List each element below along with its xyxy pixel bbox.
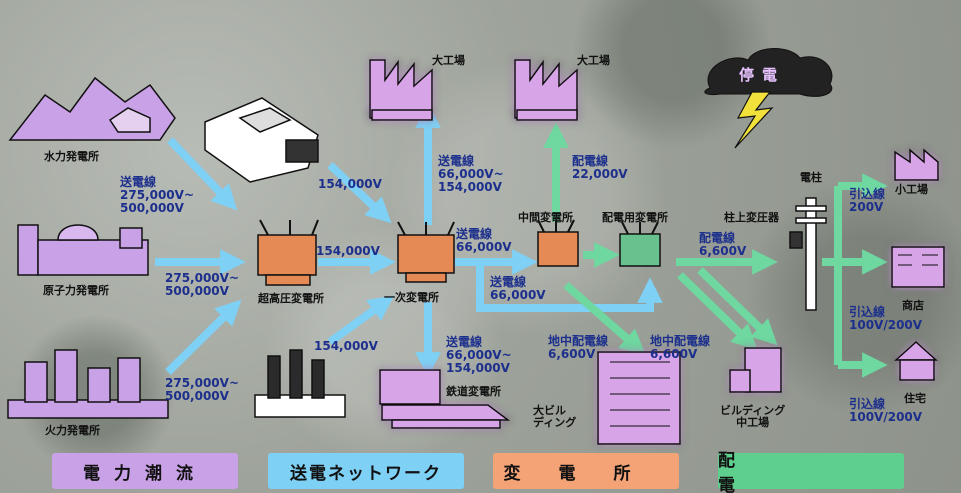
arrow-intermediate-to-bigbuilding — [563, 281, 646, 356]
power-plant-icon — [204, 97, 319, 183]
ultra-substation-transformer — [257, 219, 319, 286]
outage-label: 停電 — [739, 66, 786, 84]
building-medium-factory-label: ビルディング 中工場 — [720, 404, 786, 430]
intermediate-substation-label: 中間変電所 — [518, 211, 573, 224]
small-factory-label: 小工場 — [895, 183, 928, 196]
distribution-substation-transformer — [619, 221, 661, 267]
service-house-label: 引込線 100V/200V — [849, 397, 923, 425]
railway-substation-icon — [379, 369, 511, 429]
ultra-substation-label: 超高圧変電所 — [258, 292, 324, 305]
arrow-distribution-to-building — [677, 272, 758, 351]
house-icon — [894, 340, 938, 381]
hydro-line-label: 送電線 275,000V~ 500,000V — [120, 175, 194, 216]
small-thermal-plant-icon — [254, 349, 346, 418]
legend-distribution: 配電 — [718, 451, 904, 493]
thermal-line-label: 275,000V~ 500,000V — [165, 376, 239, 404]
primary-substation-label: 一次変電所 — [384, 291, 439, 304]
shop-label: 商店 — [902, 299, 924, 312]
outage-cloud-icon — [704, 48, 833, 149]
hydro-plant-label: 水力発電所 — [44, 150, 99, 163]
primary-to-distribution-label: 送電線 66,000V — [490, 275, 546, 303]
small-factory-icon — [894, 148, 939, 181]
large-building-label: 大ビル ディング — [533, 404, 577, 430]
large-factory-2-icon — [514, 59, 578, 121]
arrow-hydro-to-ultra — [167, 137, 238, 211]
shop-icon — [891, 246, 945, 288]
service-shop-label: 引込線 100V/200V — [849, 305, 923, 333]
arrow-primary-to-distribution — [476, 262, 663, 312]
large-building-icon — [597, 351, 681, 445]
pole-label: 電柱 — [800, 171, 822, 184]
arrow-plant-to-primary — [327, 162, 392, 224]
intermediate-to-factory-label: 配電線 22,000V — [572, 154, 628, 182]
legend-power-flow: 電力潮流 — [52, 453, 238, 489]
distribution-line-label: 配電線 6,600V — [699, 231, 747, 259]
thermal-plant-label: 火力発電所 — [45, 424, 100, 437]
thermal-plant-icon — [7, 349, 169, 419]
plant-to-primary-label: 154,000V — [318, 177, 382, 191]
large-factory-2-label: 大工場 — [577, 54, 610, 67]
smallplant-to-primary-label: 154,000V — [314, 339, 378, 353]
transmission-arrows — [155, 102, 663, 378]
nuclear-plant-icon — [17, 224, 149, 276]
underground-line-1-label: 地中配電線 6,600V — [548, 334, 609, 362]
underground-line-2-label: 地中配電線 6,600V — [650, 334, 711, 362]
arrow-smallplant-to-primary — [327, 295, 395, 346]
nuclear-line-label: 275,000V~ 500,000V — [165, 271, 239, 299]
legend-transmission-network: 送電ネットワーク — [268, 453, 464, 489]
primary-to-railway-label: 送電線 66,000V~ 154,000V — [446, 335, 512, 376]
house-label: 住宅 — [904, 392, 926, 405]
nuclear-plant-label: 原子力発電所 — [43, 284, 109, 297]
arrow-distribution-to-building-2 — [697, 267, 778, 346]
distribution-substation-label: 配電用変電所 — [602, 211, 668, 224]
pole-transformer-label: 柱上変圧器 — [724, 211, 779, 224]
large-factory-1-label: 大工場 — [432, 54, 465, 67]
distribution-arrows — [543, 122, 888, 378]
primary-to-intermediate-label: 送電線 66,000V — [456, 227, 512, 255]
hydro-plant-icon — [8, 76, 176, 141]
building-medium-factory-icon — [729, 347, 782, 393]
ultra-to-primary-label: 154,000V — [316, 244, 380, 258]
primary-substation-transformer — [397, 221, 455, 283]
railway-substation-label: 鉄道変電所 — [446, 385, 501, 398]
legend-substation: 変電所 — [493, 453, 679, 489]
arrow-thermal-to-ultra — [165, 299, 242, 375]
utility-pole-icon — [789, 197, 827, 311]
primary-to-factory-label: 送電線 66,000V~ 154,000V — [438, 154, 504, 195]
service-small-factory-label: 引込線 200V — [849, 187, 886, 215]
large-factory-1-icon — [369, 59, 433, 121]
intermediate-substation-transformer — [537, 219, 579, 267]
